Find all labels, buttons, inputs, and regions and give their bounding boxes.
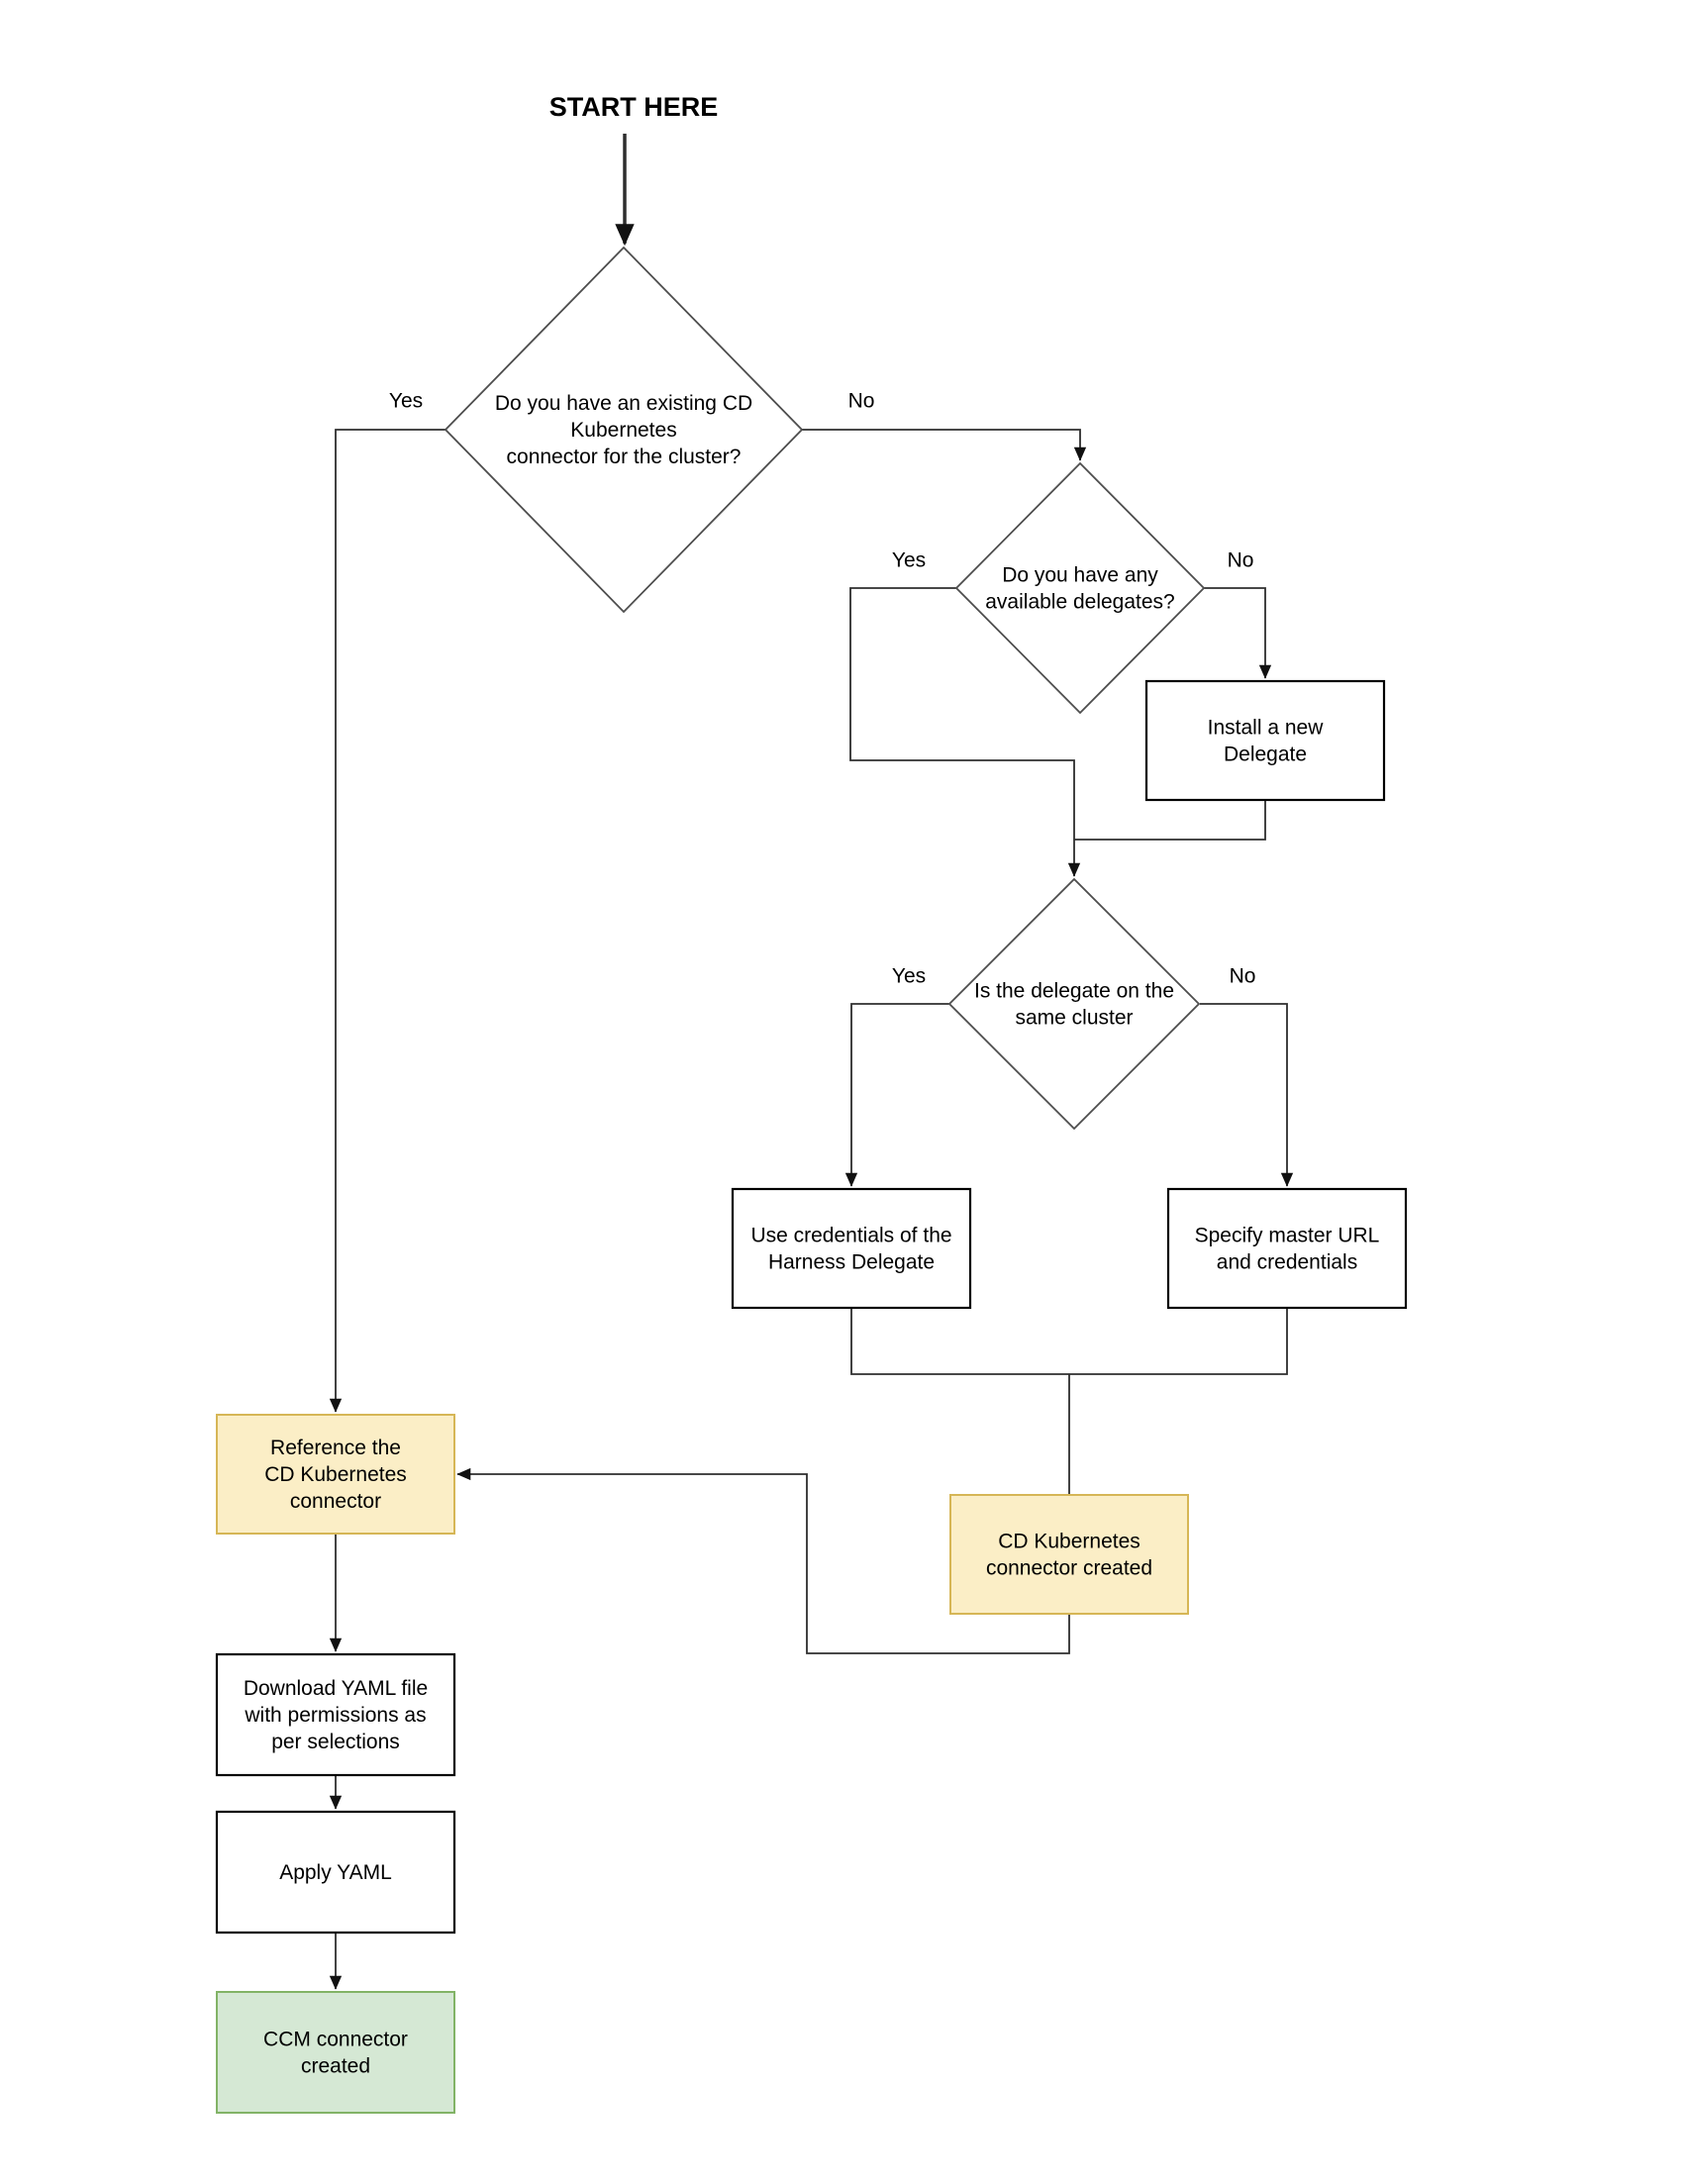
edge-yes-available-delegates: [849, 587, 1081, 877]
specify-master-url-label: Specify master URL and credentials: [1195, 1224, 1380, 1273]
reference-cd-kubernetes-connector-box: [216, 1414, 455, 1535]
use-delegate-credentials-line-0: Use credentials of the: [750, 1224, 951, 1246]
download-yaml-file-box: [215, 1652, 456, 1777]
edge-label-yes-2: Yes: [892, 549, 926, 572]
edge-install-delegate-join: [1074, 800, 1266, 841]
download-yaml-file-line-0: Download YAML file: [244, 1677, 428, 1700]
cd-kubernetes-connector-created-line-1: connector created: [986, 1556, 1152, 1579]
edge-no-same-cluster: [1200, 1003, 1294, 1187]
install-new-delegate-line-1: Delegate: [1224, 743, 1307, 765]
edges-layer: [329, 134, 1294, 1990]
apply-yaml-label: Apply YAML: [279, 1861, 392, 1884]
cd-kubernetes-connector-created-line-0: CD Kubernetes: [998, 1530, 1140, 1552]
decision-delegate-same-cluster-line-0: Is the delegate on the: [974, 979, 1174, 1002]
decision-available-delegates-line-1: available delegates?: [985, 590, 1174, 613]
specify-master-url-line-0: Specify master URL: [1195, 1224, 1380, 1246]
ccm-connector-created-box: [216, 1991, 455, 2114]
download-yaml-file-line-1: with permissions as: [244, 1704, 426, 1727]
reference-cd-kubernetes-connector-label: Reference the CD Kubernetes connector: [264, 1437, 407, 1513]
ccm-connector-created-label: CCM connector created: [263, 2028, 408, 2077]
decision-existing-cd-connector-line-1: Kubernetes: [570, 419, 676, 442]
reference-cd-kubernetes-connector-line-0: Reference the: [270, 1437, 401, 1459]
edge-label-yes-1: Yes: [389, 390, 423, 413]
edge-yes-existing-connector: [329, 429, 446, 1413]
cd-kubernetes-connector-created-box: [949, 1494, 1189, 1615]
edge-label-yes-3: Yes: [892, 965, 926, 988]
download-yaml-file-label: Download YAML file with permissions as per…: [244, 1677, 428, 1753]
edge-label-no-1: No: [848, 390, 875, 413]
edge-yes-same-cluster: [844, 1003, 949, 1187]
decision-delegate-same-cluster-label: Is the delegate on the same cluster: [974, 979, 1174, 1029]
install-new-delegate-box: [1144, 679, 1386, 802]
edge-label-no-2: No: [1228, 549, 1254, 572]
use-delegate-credentials-box: [731, 1187, 972, 1310]
specify-master-url-box: [1166, 1187, 1408, 1310]
decision-available-delegates-label: Do you have any available delegates?: [985, 563, 1174, 613]
start-here-title: START HERE: [549, 92, 719, 122]
decision-available-delegates-diamond: [954, 461, 1206, 715]
edge-credentials-join: [850, 1308, 1288, 1375]
decision-existing-cd-connector-line-2: connector for the cluster?: [507, 446, 742, 468]
ccm-connector-created-line-1: created: [301, 2054, 370, 2077]
reference-cd-kubernetes-connector-line-2: connector: [290, 1490, 381, 1513]
apply-yaml-line-0: Apply YAML: [279, 1861, 392, 1884]
decision-delegate-same-cluster-line-1: same cluster: [1015, 1006, 1133, 1029]
decision-existing-cd-connector-diamond: [444, 246, 804, 614]
decision-delegate-same-cluster-diamond: [947, 877, 1201, 1131]
edge-no-available-delegates: [1204, 587, 1272, 679]
decision-existing-cd-connector-label: Do you have an existing CD Kubernetes conn…: [495, 392, 752, 468]
edge-created-to-reference: [456, 1467, 1070, 1654]
install-new-delegate-line-0: Install a new: [1208, 716, 1325, 739]
nodes-layer: Do you have an existing CD Kubernetes conn…: [215, 246, 1408, 2114]
specify-master-url-line-1: and credentials: [1217, 1250, 1357, 1273]
edge-label-no-3: No: [1230, 965, 1256, 988]
decision-available-delegates-line-0: Do you have any: [1002, 563, 1158, 586]
use-delegate-credentials-line-1: Harness Delegate: [768, 1250, 935, 1273]
download-yaml-file-line-2: per selections: [271, 1731, 400, 1753]
decision-existing-cd-connector-line-0: Do you have an existing CD: [495, 392, 752, 415]
apply-yaml-box: [215, 1810, 456, 1935]
edge-no-existing-connector: [802, 429, 1087, 461]
reference-cd-kubernetes-connector-line-1: CD Kubernetes: [264, 1463, 407, 1486]
ccm-connector-created-line-0: CCM connector: [263, 2028, 408, 2050]
cd-kubernetes-connector-created-label: CD Kubernetes connector created: [986, 1530, 1152, 1579]
